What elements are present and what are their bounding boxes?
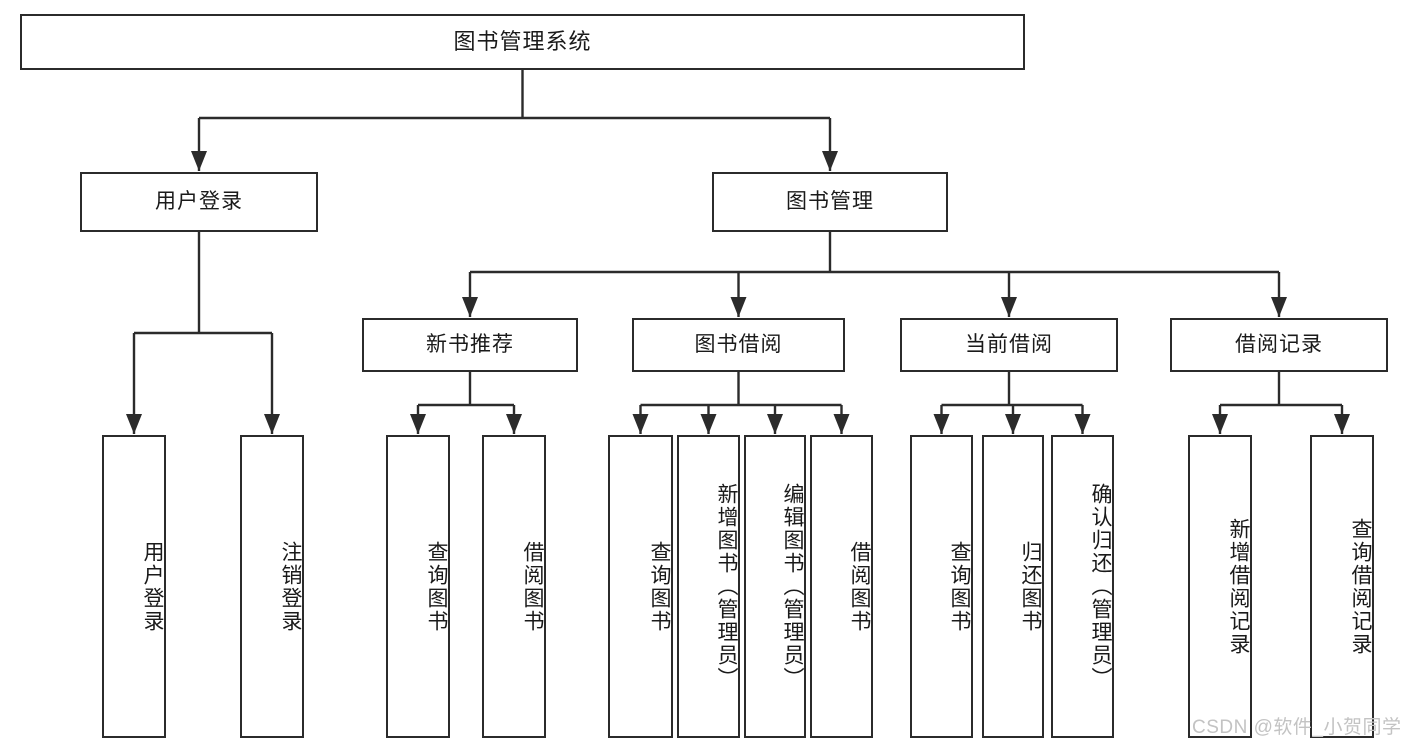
node-leaf-add-book-admin[interactable]: 新增图书（管理员） xyxy=(677,435,740,738)
node-label: 借阅图书 xyxy=(848,540,871,633)
node-label: 图书借阅 xyxy=(694,333,783,357)
node-label: 用户登录 xyxy=(155,190,243,214)
node-label: 当前借阅 xyxy=(965,333,1053,357)
node-leaf-borrow-book-1[interactable]: 借阅图书 xyxy=(482,435,546,738)
node-label: 新增借阅记录 xyxy=(1227,517,1250,656)
node-user-login[interactable]: 用户登录 xyxy=(80,172,318,232)
node-leaf-query-book-2[interactable]: 查询图书 xyxy=(608,435,673,738)
node-label: 查询图书 xyxy=(948,540,971,633)
node-label: 图书管理 xyxy=(786,190,874,214)
node-leaf-add-borrow-record[interactable]: 新增借阅记录 xyxy=(1188,435,1252,738)
node-leaf-user-login[interactable]: 用户登录 xyxy=(102,435,166,738)
node-leaf-query-book-3[interactable]: 查询图书 xyxy=(910,435,973,738)
node-label: 查询借阅记录 xyxy=(1349,517,1372,656)
node-leaf-confirm-return-admin[interactable]: 确认归还（管理员） xyxy=(1051,435,1114,738)
node-label: 借阅图书 xyxy=(521,540,544,633)
node-leaf-return-book[interactable]: 归还图书 xyxy=(982,435,1044,738)
node-label: 确认归还（管理员） xyxy=(1089,483,1112,690)
node-label: 用户登录 xyxy=(141,540,164,633)
node-new-book-recommendation[interactable]: 新书推荐 xyxy=(362,318,578,372)
node-current-borrowing[interactable]: 当前借阅 xyxy=(900,318,1118,372)
node-leaf-query-borrow-record[interactable]: 查询借阅记录 xyxy=(1310,435,1374,738)
node-book-management[interactable]: 图书管理 xyxy=(712,172,948,232)
node-leaf-query-book-1[interactable]: 查询图书 xyxy=(386,435,450,738)
node-book-borrowing[interactable]: 图书借阅 xyxy=(632,318,845,372)
node-root-book-management-system[interactable]: 图书管理系统 xyxy=(20,14,1025,70)
node-leaf-borrow-book-2[interactable]: 借阅图书 xyxy=(810,435,873,738)
node-label: 图书管理系统 xyxy=(453,28,592,54)
node-label: 编辑图书（管理员） xyxy=(781,483,804,690)
node-borrowing-record[interactable]: 借阅记录 xyxy=(1170,318,1388,372)
node-label: 新书推荐 xyxy=(426,333,514,357)
node-label: 借阅记录 xyxy=(1235,333,1323,357)
node-label: 查询图书 xyxy=(648,540,671,633)
node-label: 归还图书 xyxy=(1019,540,1042,633)
node-label: 新增图书（管理员） xyxy=(715,483,738,690)
node-leaf-logout[interactable]: 注销登录 xyxy=(240,435,304,738)
node-label: 注销登录 xyxy=(279,540,302,633)
node-leaf-edit-book-admin[interactable]: 编辑图书（管理员） xyxy=(744,435,806,738)
csdn-watermark: CSDN @软件_小贺同学 xyxy=(1192,717,1402,738)
node-label: 查询图书 xyxy=(425,540,448,633)
